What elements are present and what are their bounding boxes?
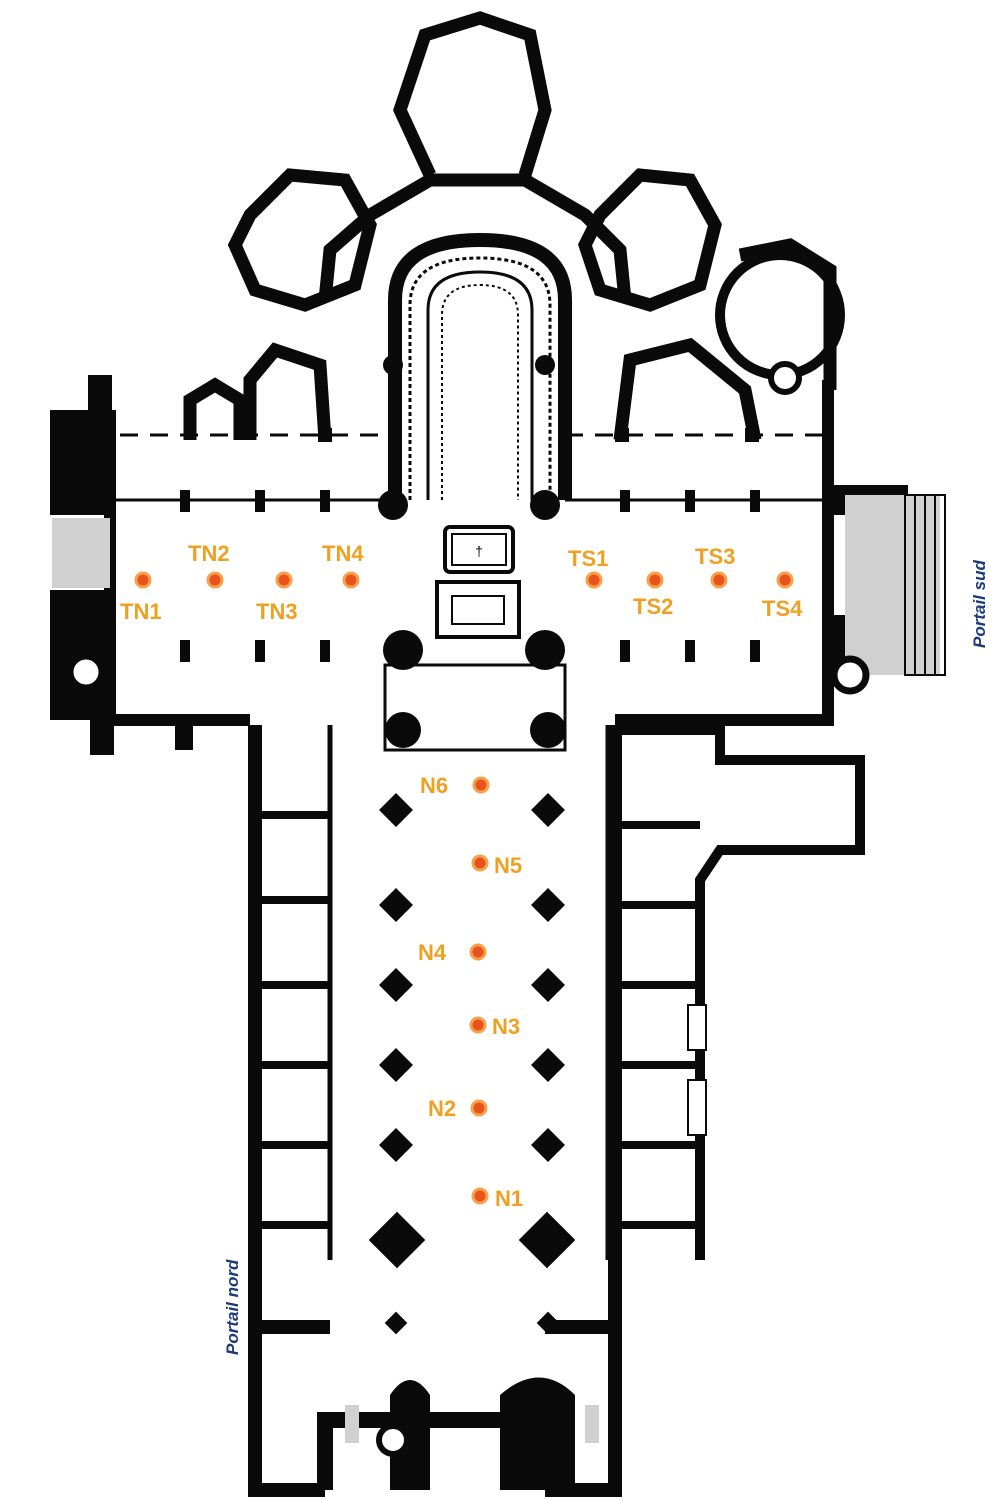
ambulatory-north [318,173,632,301]
south-stair-tower [830,655,870,695]
nave-aisle-doors [687,1004,707,1136]
outer-walls [104,380,834,1497]
nave-piers [368,793,576,1335]
marker-n2-label: N2 [428,1096,456,1121]
nave-wall-north [248,725,325,1497]
apse-chapels [183,11,845,442]
marker-tn1[interactable]: TN1 [120,571,162,624]
altar-platform [435,580,521,639]
crossing-piers [378,355,566,748]
north-chapel-small [183,377,247,440]
marker-ts3[interactable]: TS3 [695,544,735,589]
marker-tn3[interactable]: TN3 [256,571,298,624]
choir-enclosure [383,663,567,752]
marker-tn3-label: TN3 [256,599,298,624]
north-lateral-chapel [243,342,332,441]
marker-n4[interactable]: N4 [418,940,487,965]
marker-n5-label: N5 [494,853,522,878]
south-portal-label: Portail sud [970,560,989,648]
marker-n3[interactable]: N3 [469,1014,520,1039]
vault-lines [110,433,828,502]
nave-markers: N6 N5 N4 N3 N2 N1 [418,773,523,1211]
cross-icon: † [475,543,483,559]
marker-ts2-label: TS2 [633,594,673,619]
marker-ts4[interactable]: TS4 [762,571,803,621]
marker-ts3-label: TS3 [695,544,735,569]
marker-ts2[interactable]: TS2 [633,571,673,619]
south-lateral-chapel [613,337,762,442]
west-stair-tower [376,1423,410,1457]
marker-n6[interactable]: N6 [420,773,490,798]
north-radiating-chapel [227,168,377,312]
altar [443,525,515,574]
marker-tn4[interactable]: TN4 [322,541,364,589]
south-portal-steps [845,494,946,676]
south-radiating-chapel [577,168,722,312]
north-transept-end [50,375,193,755]
nave-wall-south [545,725,622,1497]
nave-side-chapels [255,725,865,1260]
marker-n6-label: N6 [420,773,448,798]
north-stair-tower [66,652,106,692]
marker-n5[interactable]: N5 [471,853,522,878]
marker-n2[interactable]: N2 [428,1096,488,1121]
axial-chapel [393,11,552,178]
marker-ts4-label: TS4 [762,596,803,621]
transept-wall-north-top [104,435,250,726]
marker-tn2[interactable]: TN2 [188,541,230,589]
north-door-step [52,518,110,588]
transept-wall-south [615,380,834,726]
choir-stalls [388,232,572,500]
marker-ts1-label: TS1 [568,546,608,571]
south-sacristy [738,238,837,390]
marker-tn2-label: TN2 [188,541,230,566]
transept-south-markers: TS1 TS2 TS3 TS4 [568,544,803,621]
marker-n4-label: N4 [418,940,447,965]
marker-tn4-label: TN4 [322,541,364,566]
north-portal-label: Portail nord [223,1259,242,1355]
west-tower-bases [255,1320,620,1490]
south-tower-ring [715,250,845,380]
marker-n3-label: N3 [492,1014,520,1039]
marker-ts1[interactable]: TS1 [568,546,608,589]
marker-n1-label: N1 [495,1186,523,1211]
transept-north-markers: TN1 TN2 TN3 TN4 [120,541,364,624]
apse-stair-tower [768,361,802,395]
marker-tn1-label: TN1 [120,599,162,624]
marker-n1[interactable]: N1 [471,1186,523,1211]
